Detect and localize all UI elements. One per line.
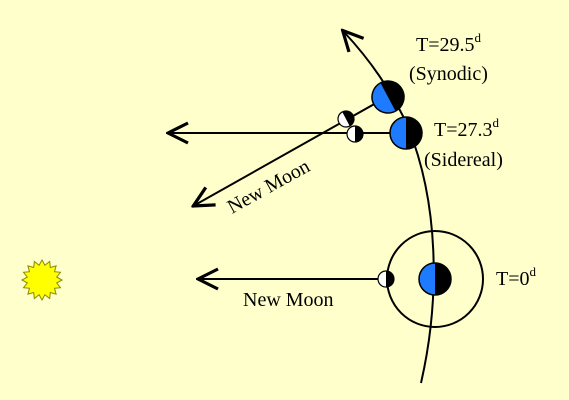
label-t-synodic: T=29.5d [416, 30, 482, 56]
moon-icon [377, 270, 395, 288]
label-synodic: (Synodic) [409, 63, 488, 85]
earth-orbit-arc [344, 32, 435, 384]
earth-icon [371, 80, 405, 114]
moon-icon [337, 110, 355, 128]
earth-icon [389, 116, 423, 150]
sun-icon [20, 258, 64, 302]
label-new-moon-top: New Moon [224, 155, 314, 218]
moon-icon [346, 125, 364, 143]
earth-icon [418, 262, 452, 296]
synodic-arrow [195, 97, 386, 205]
label-sidereal: (Sidereal) [424, 149, 503, 171]
label-t-zero: T=0d [496, 264, 537, 290]
label-new-moon-bottom: New Moon [243, 289, 334, 311]
label-t-sidereal: T=27.3d [434, 115, 500, 141]
